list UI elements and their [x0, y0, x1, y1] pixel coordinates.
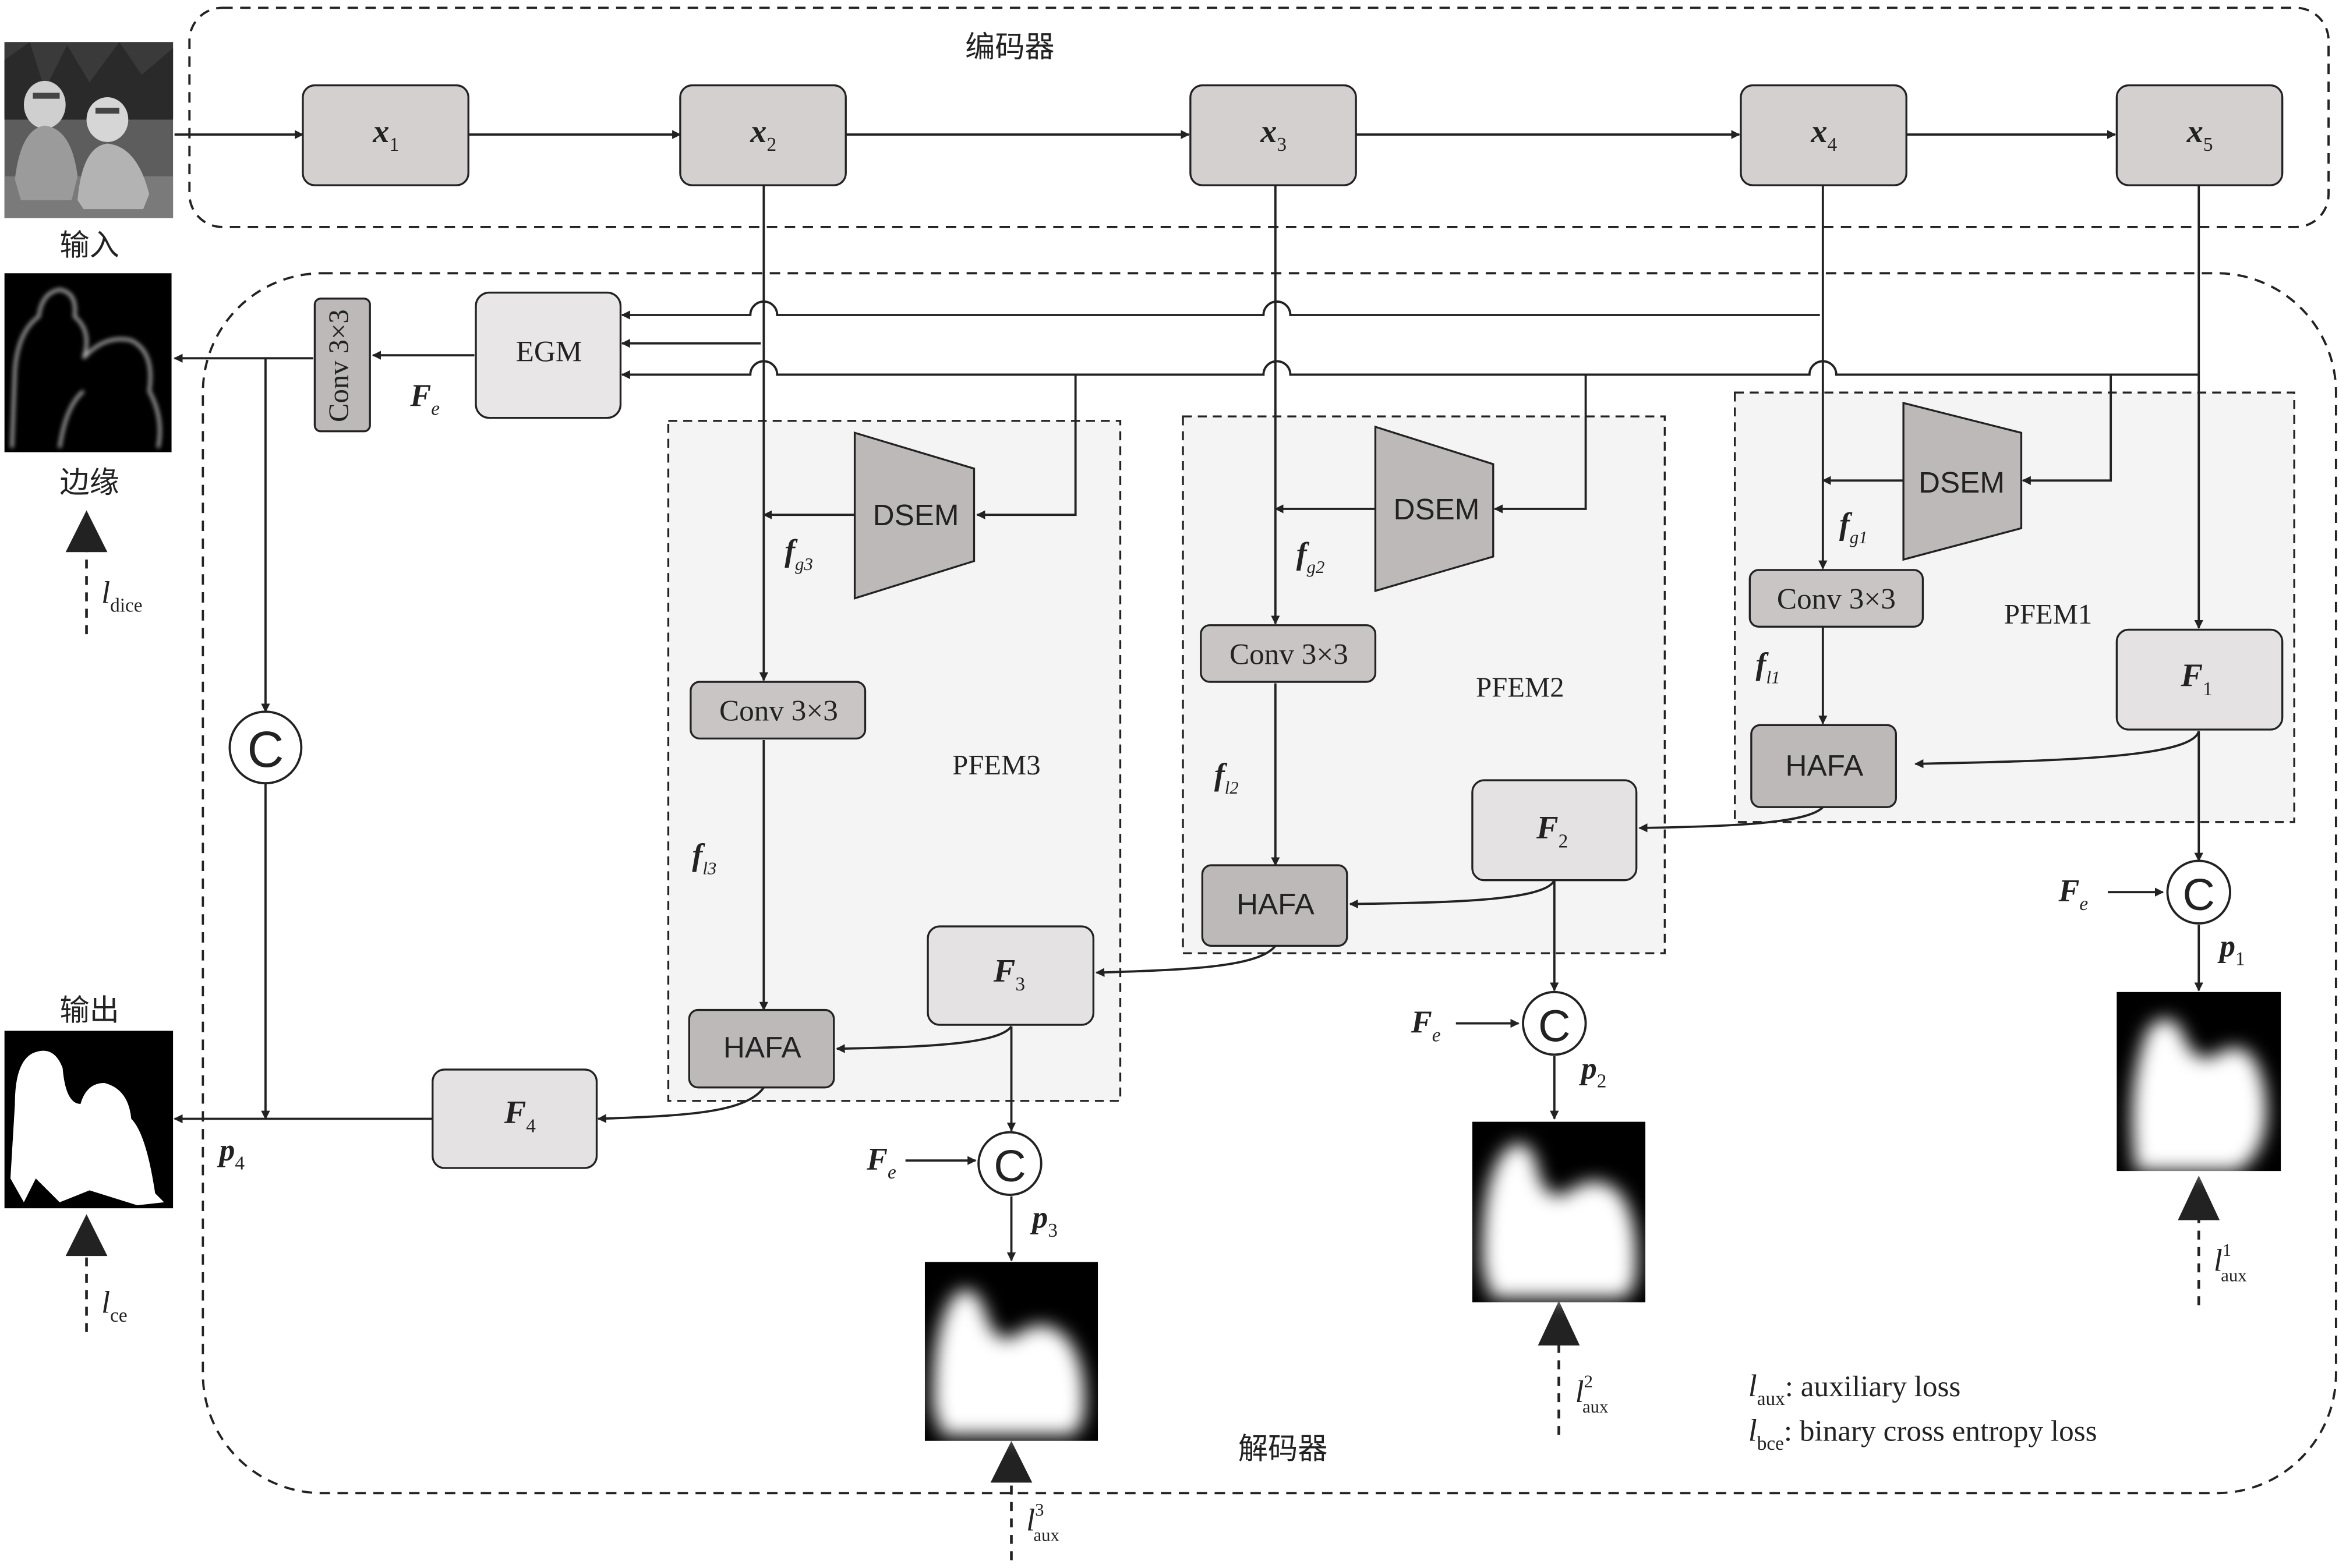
concat-2	[1522, 990, 1587, 1056]
loss-dice-label: ldice	[101, 575, 142, 616]
edge-conv-text: Conv 3×3	[323, 309, 355, 422]
encoder-box	[188, 6, 2330, 228]
fg1-label: fg1	[1839, 506, 1868, 547]
fl2-label: fl2	[1214, 757, 1239, 798]
egm-box	[475, 291, 622, 419]
node-x4	[1740, 84, 1907, 186]
node-x1	[302, 84, 469, 186]
loss-arrowheads	[65, 510, 2220, 1483]
concat-circles	[228, 710, 2231, 1197]
concat-4-text: C	[247, 721, 284, 778]
conv1-box	[1748, 569, 1924, 628]
Fe-label-egm: Fe	[409, 378, 440, 419]
F1-label: F1	[2181, 658, 2213, 700]
node-x3	[1189, 84, 1357, 186]
node-F1	[2115, 628, 2284, 731]
x1-label: x1	[372, 114, 399, 155]
dsem2-text: DSEM	[1393, 493, 1479, 526]
loss-arrows	[85, 549, 2200, 1560]
edge-label: 边缘	[59, 465, 119, 500]
x4-label: x4	[1810, 114, 1837, 155]
conv3-text: Conv 3×3	[719, 695, 838, 728]
output-label: 输出	[59, 993, 119, 1028]
p2-label: p2	[1579, 1050, 1607, 1092]
input-image	[4, 42, 174, 218]
concat-3	[977, 1131, 1043, 1197]
node-x5	[2115, 84, 2284, 186]
fl3-label: fl3	[692, 837, 716, 878]
dsem3-text: DSEM	[873, 498, 959, 532]
concat-3-text: C	[994, 1141, 1026, 1191]
F4-label: F4	[504, 1095, 536, 1137]
hafa1-box	[1750, 724, 1897, 808]
conv3-box	[690, 681, 867, 740]
dsem1-shape	[1902, 401, 2023, 561]
hafa2-box	[1201, 864, 1348, 947]
pfem2-label: PFEM2	[1476, 672, 1564, 703]
F3-label: F3	[993, 953, 1025, 995]
Fe-label-2: Fe	[1411, 1004, 1441, 1046]
Fe-label-3: Fe	[866, 1142, 896, 1183]
concat-1	[2166, 859, 2231, 925]
dsem3-shape	[853, 431, 976, 600]
hafa3-box	[688, 1008, 835, 1089]
decoder-label: 解码器	[1238, 1431, 1328, 1466]
legend-bce: lbce: binary cross entropy loss	[1748, 1413, 2097, 1454]
aux-image-3	[924, 1262, 1098, 1441]
encoder-nodes	[302, 84, 2284, 186]
concat-2-text: C	[1538, 1001, 1570, 1051]
hafa1-text: HAFA	[1785, 749, 1864, 782]
conv1-text: Conv 3×3	[1777, 583, 1896, 616]
edge-conv-box	[313, 298, 371, 433]
egm-text: EGM	[516, 335, 582, 368]
input-label: 输入	[59, 228, 119, 263]
conv2-box	[1200, 624, 1377, 683]
node-F3	[927, 925, 1095, 1026]
conv2-text: Conv 3×3	[1229, 638, 1348, 671]
dsem2-shape	[1374, 425, 1494, 593]
legend-aux: laux: auxiliary loss	[1748, 1368, 1961, 1410]
concat-1-text: C	[2183, 870, 2215, 920]
Fe-label-1: Fe	[2058, 873, 2088, 915]
hafa3-text: HAFA	[723, 1031, 802, 1064]
p3-label: p3	[1030, 1199, 1058, 1241]
decoder-box	[202, 272, 2337, 1495]
aux-image-2	[1472, 1121, 1646, 1302]
trunk-lines	[174, 185, 2203, 1262]
egm-buses	[621, 300, 2199, 380]
aux-image-1	[2117, 992, 2281, 1171]
fg2-label: fg2	[1296, 536, 1325, 577]
x2-label: x2	[750, 114, 776, 155]
node-F4	[432, 1068, 598, 1169]
pfem3-label: PFEM3	[952, 749, 1040, 781]
concat-4	[228, 710, 303, 785]
dsem1-text: DSEM	[1918, 466, 2005, 499]
loss-ce-label: lce	[101, 1284, 128, 1326]
pfem1-label: PFEM1	[2004, 599, 2092, 630]
node-x2	[679, 84, 847, 186]
node-F2	[1471, 779, 1638, 882]
output-image	[4, 1031, 174, 1209]
hafa2-text: HAFA	[1236, 888, 1315, 921]
x5-label: x5	[2186, 114, 2213, 155]
encoder-label: 编码器	[965, 30, 1055, 65]
p1-label: p1	[2217, 928, 2245, 969]
F2-label: F2	[1536, 810, 1568, 852]
p4-label: p4	[217, 1132, 245, 1174]
x3-label: x3	[1260, 114, 1287, 155]
edge-image	[4, 273, 172, 452]
fl1-label: fl1	[1756, 646, 1780, 687]
fg3-label: fg3	[785, 533, 813, 574]
